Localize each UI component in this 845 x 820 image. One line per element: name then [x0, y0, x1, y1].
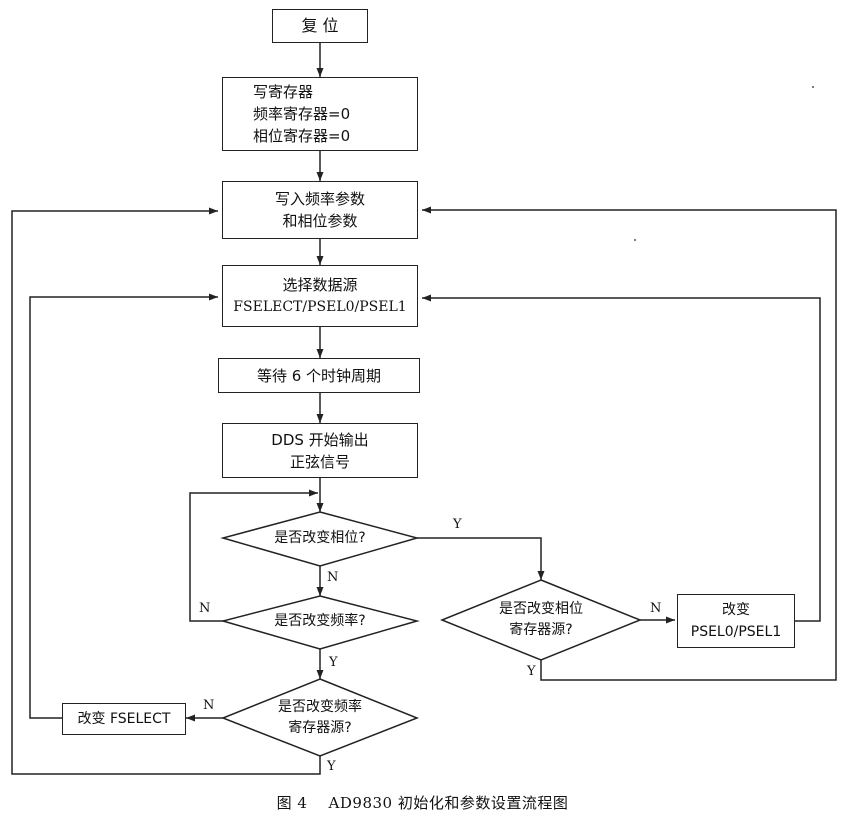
- write-params-line1: 写入频率参数: [274, 190, 365, 208]
- arrow-phase-q-yes: [417, 537, 545, 580]
- select-source-line2: FSELECT/PSEL0/PSEL1: [233, 299, 407, 315]
- reset-box: 复 位: [272, 9, 368, 43]
- freq-decision-label: 是否改变频率?: [274, 613, 366, 629]
- change-fselect-box: 改变 FSELECT: [62, 703, 186, 735]
- label-phase-q-yes: Y: [453, 517, 462, 532]
- scan-speck: [812, 86, 814, 88]
- freq-decision-diamond: [220, 595, 420, 650]
- scan-speck: [634, 239, 636, 241]
- arrow-psel-to-select: [422, 294, 821, 622]
- reset-label: 复 位: [301, 16, 339, 35]
- label-phase-src-q-no: N: [650, 601, 662, 616]
- label-phase-q-no: N: [327, 570, 339, 585]
- change-psel-line2: PSEL0/PSEL1: [690, 624, 782, 640]
- write-params-box: 写入频率参数 和相位参数: [222, 181, 418, 239]
- phase-src-decision-text: 是否改变相位 寄存器源?: [466, 599, 616, 641]
- phase-src-decision-line1: 是否改变相位: [499, 601, 583, 617]
- freq-decision-text: 是否改变频率?: [240, 611, 400, 632]
- dds-output-line1: DDS 开始输出: [271, 430, 369, 449]
- arrow-freq-q-no-loop: [189, 489, 318, 622]
- arrow-phase-src-q-yes: [422, 206, 837, 681]
- write-params-line2: 和相位参数: [282, 212, 358, 230]
- label-freq-q-no: N: [199, 601, 211, 616]
- freq-src-decision-line1: 是否改变频率: [278, 699, 362, 715]
- freq-src-decision-diamond: [220, 678, 420, 757]
- dds-output-line2: 正弦信号: [289, 452, 350, 471]
- figure-caption: 图 4 AD9830 初始化和参数设置流程图: [276, 794, 569, 812]
- write-register-box: 写寄存器 频率寄存器=0 相位寄存器=0: [222, 77, 418, 151]
- label-freq-src-q-yes: Y: [327, 759, 336, 774]
- freq-src-decision-text: 是否改变频率 寄存器源?: [245, 697, 395, 739]
- phase-decision-label: 是否改变相位?: [274, 530, 366, 546]
- arrow-freq-src-q-yes: [11, 207, 321, 775]
- freq-src-decision-line2: 寄存器源?: [288, 720, 352, 736]
- change-fselect-label: 改变 FSELECT: [77, 711, 171, 727]
- arrow-fselect-to-select: [29, 293, 218, 719]
- write-register-label: 写寄存器: [253, 83, 314, 101]
- label-freq-src-q-no: N: [203, 698, 215, 713]
- change-psel-line1: 改变: [722, 602, 750, 618]
- wait-label: 等待 6 个时钟周期: [256, 366, 382, 385]
- phase-src-decision-diamond: [439, 579, 643, 661]
- phase-decision-diamond: [220, 511, 420, 567]
- select-source-line1: 选择数据源: [282, 276, 358, 294]
- label-phase-src-q-yes: Y: [527, 664, 536, 679]
- phase-src-decision-line2: 寄存器源?: [509, 622, 573, 638]
- dds-output-box: DDS 开始输出 正弦信号: [222, 423, 418, 478]
- phase-decision-text: 是否改变相位?: [240, 528, 400, 549]
- change-psel-box: 改变 PSEL0/PSEL1: [677, 594, 795, 648]
- select-source-box: 选择数据源 FSELECT/PSEL0/PSEL1: [222, 265, 418, 327]
- label-freq-q-yes: Y: [329, 655, 338, 670]
- phase-register-zero-label: 相位寄存器=0: [253, 127, 351, 145]
- freq-register-zero-label: 频率寄存器=0: [253, 105, 351, 123]
- wait-box: 等待 6 个时钟周期: [218, 358, 420, 393]
